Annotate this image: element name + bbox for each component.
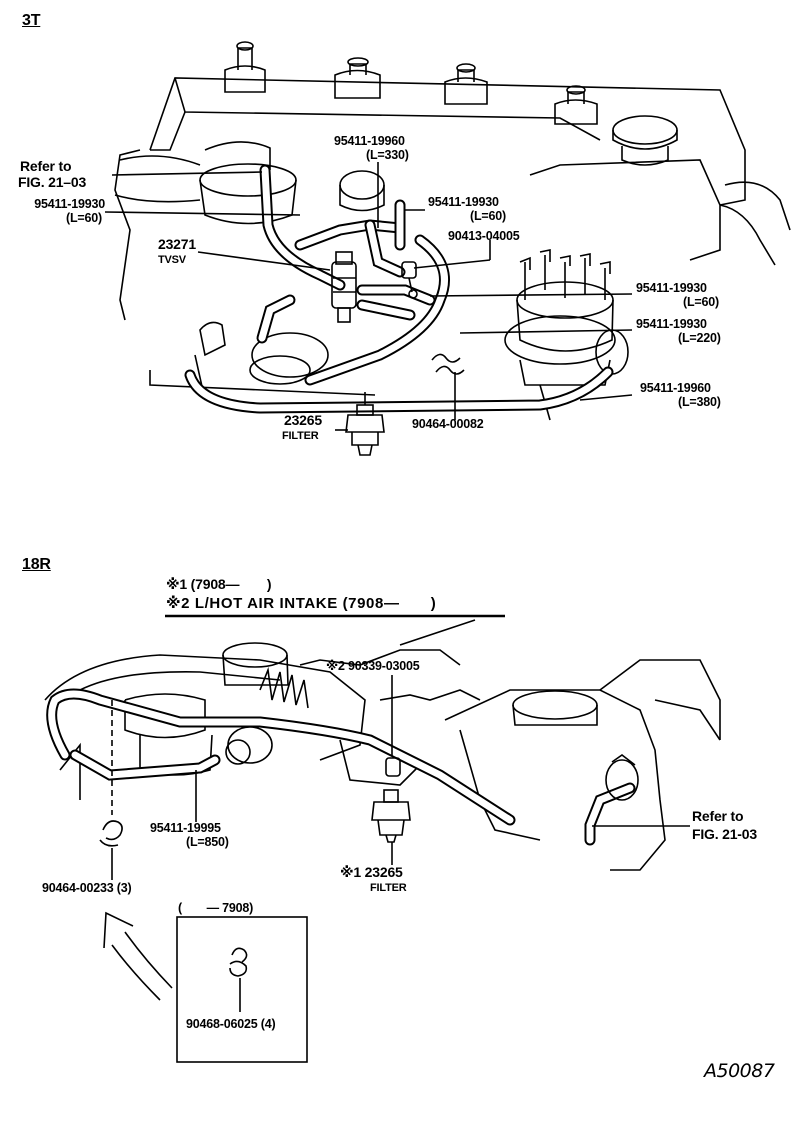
callout-filter-3t-part: 23265 [284,412,322,428]
inset-box [176,916,308,1063]
vacuum-hoses-3t [184,164,614,414]
callout-hose-220-part: 95411-19930 [636,317,707,331]
oil-filler-cap [612,115,678,166]
callout-tvsv-part: 23271 [158,236,196,252]
callout-hose-380-len: (L=380) [678,395,721,409]
drawing-code: A50087 [704,1060,775,1082]
refer-18r-line2: FIG. 21-03 [692,826,757,842]
vacuum-filter-18r [371,789,411,843]
distributor-3t [504,249,629,386]
inset-part: 90468-06025 (4) [186,1017,276,1031]
refer-fig-label: FIG. 21–03 [18,174,87,190]
jet-90339 [385,757,401,777]
callout-hose-left-len: (L=60) [66,211,102,225]
vacuum-hoses-18r [46,688,636,846]
callout-hose-dist60-len: (L=60) [683,295,719,309]
callout-filter-3t-name: FILTER [282,430,319,442]
section-title-18r: 18R [22,556,51,573]
inset-title: ( — 7908) [178,901,254,915]
callout-clip-18r-part: 90464-00233 (3) [42,881,132,895]
note-2: ※2 L/HOT AIR INTAKE (7908— ) [166,595,437,612]
callout-filter-18r-part: ※1 23265 [340,864,403,880]
vsv-check-valve [401,261,418,299]
refer-to-label: Refer to [20,158,72,174]
vacuum-filter-3t [345,392,385,456]
callout-hose-380-part: 95411-19960 [640,381,711,395]
callout-valve-part: 90413-04005 [448,229,520,243]
callout-hose-220-len: (L=220) [678,331,721,345]
curved-arrow [103,911,173,1001]
callout-hose-850-part: 95411-19995 [150,821,221,835]
callout-filter-18r-name: FILTER [370,882,407,894]
leader-lines-3t [104,162,633,431]
spark-plug-towers-3t [224,41,598,125]
hose-clip-3t [431,353,465,375]
callout-hose-330-part: 95411-19960 [334,134,405,148]
hose-clip-18r [99,820,123,847]
section-title-3t: 3T [22,12,41,29]
engine-3t [104,41,791,456]
leader-lines-18r [111,619,690,880]
carburetor-3t [114,141,385,225]
engine-18r [44,614,721,1063]
callout-jet-part: ※2 90339-03005 [326,659,420,673]
callout-tvsv-name: TVSV [158,254,186,266]
callout-hose-850-len: (L=850) [186,835,229,849]
tvsv-valve [331,251,357,323]
callout-hose-right60-len: (L=60) [470,209,506,223]
callout-hose-330-len: (L=330) [366,148,409,162]
note-1: ※1 (7908— ) [166,576,272,592]
callout-hose-dist60-part: 95411-19930 [636,281,707,295]
callout-hose-left-part: 95411-19930 [34,197,105,211]
callout-clip-3t-part: 90464-00082 [412,417,484,431]
refer-18r-line1: Refer to [692,808,744,824]
callout-hose-right60-part: 95411-19930 [428,195,499,209]
